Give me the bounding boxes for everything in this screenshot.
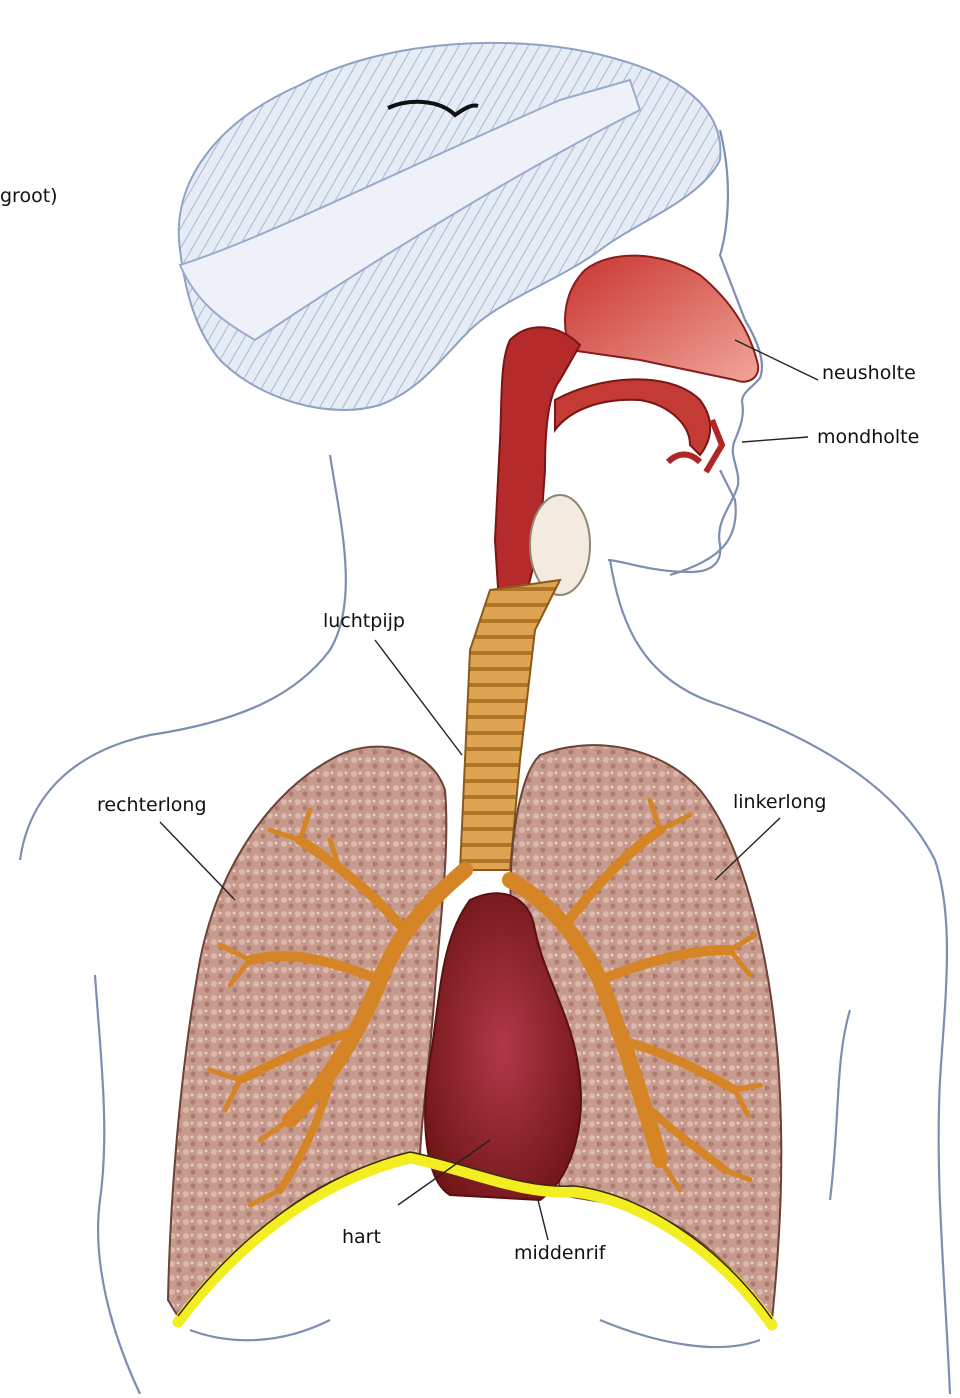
label-hart: hart xyxy=(342,1228,381,1247)
label-luchtpijp: luchtpijp xyxy=(323,612,405,631)
right-lung xyxy=(168,747,446,1320)
label-mondholte: mondholte xyxy=(817,428,919,447)
leader-luchtpijp xyxy=(375,640,462,755)
label-neusholte: neusholte xyxy=(822,364,916,383)
oral-cavity xyxy=(555,379,710,455)
label-linkerlong: linkerlong xyxy=(733,793,826,812)
nasal-cavity xyxy=(565,256,758,382)
label-rechterlong: rechterlong xyxy=(97,796,207,815)
leader-mondholte xyxy=(742,437,808,442)
label-middenrif: middenrif xyxy=(514,1244,605,1263)
corner-fragment-text: groot) xyxy=(0,187,58,206)
leader-middenrif xyxy=(538,1200,548,1240)
leader-rechterlong xyxy=(160,822,235,900)
